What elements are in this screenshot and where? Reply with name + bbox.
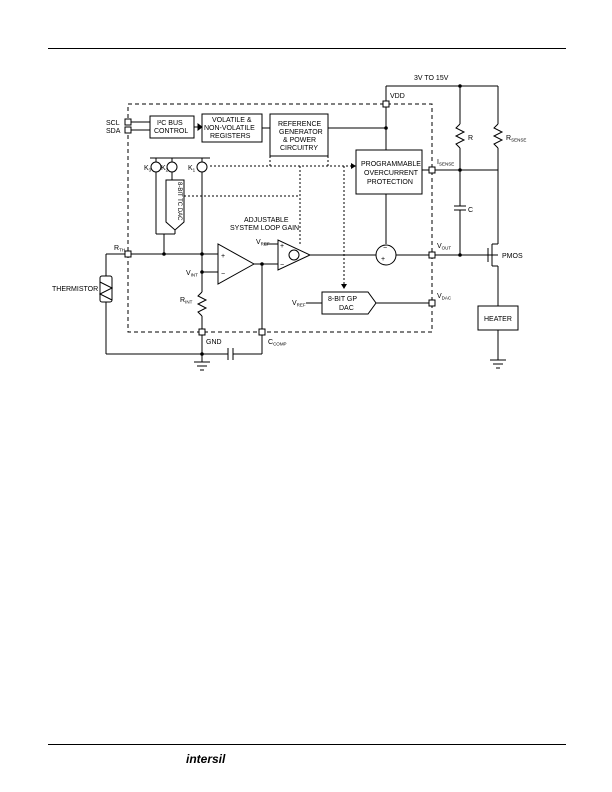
isense-label: ISENSE	[437, 159, 454, 167]
heater-label: HEATER	[484, 316, 512, 323]
k3-current-source	[150, 161, 162, 173]
gp-dac-label-2: DAC	[339, 305, 354, 312]
k1-label: K1	[188, 165, 196, 173]
pin-ccomp	[258, 328, 266, 336]
pin-scl	[124, 118, 132, 126]
vdd-label: VDD	[390, 93, 405, 100]
pmos-label: PMOS	[502, 253, 523, 260]
overcurrent-protection-block	[355, 149, 423, 195]
source-plus: +	[381, 256, 385, 263]
source-minus: −	[383, 245, 387, 252]
ref-label-2: GENERATOR	[279, 129, 323, 136]
ref-label-4: CIRCUITRY	[280, 145, 318, 152]
header-rule	[48, 48, 566, 49]
vout-label: VOUT	[437, 243, 451, 251]
vref-label-dac: VREF	[292, 300, 306, 308]
ref-label-3: & POWER	[283, 137, 316, 144]
rsense-label: RSENSE	[506, 135, 526, 143]
thermistor-label: THERMISTOR	[52, 286, 98, 293]
gnd-label: GND	[206, 339, 222, 346]
vref-label-amp: VREF	[256, 239, 270, 247]
registers-label-3: REGISTERS	[210, 133, 251, 140]
prog-label-3: PROTECTION	[367, 179, 413, 186]
r-resistor	[454, 123, 466, 149]
r-label: R	[468, 135, 473, 142]
vint-label: VINT	[186, 270, 198, 278]
intersil-logo: intersil	[186, 752, 226, 766]
c-label: C	[468, 207, 473, 214]
gp-dac-label-1: 8-BIT GP	[328, 296, 357, 303]
gain-adjust-symbol	[288, 249, 300, 261]
k2-current-source	[166, 161, 178, 173]
amp2-minus: −	[280, 262, 284, 269]
registers-label-1: VOLATILE &	[212, 117, 252, 124]
i2c-label-1: I²C BUS	[157, 120, 183, 127]
tc-dac-block	[165, 179, 185, 231]
amp1-plus: +	[221, 253, 225, 260]
pin-vdd	[382, 100, 390, 108]
k1-current-source	[196, 161, 208, 173]
gain-label-1: ADJUSTABLE	[244, 217, 289, 224]
k2-label: K2	[161, 165, 169, 173]
reference-generator-block	[269, 113, 329, 157]
ccomp-label: CCOMP	[268, 339, 287, 347]
supply-label: 3V TO 15V	[414, 75, 449, 82]
footer-rule	[48, 744, 566, 745]
prog-label-1: PROGRAMMABLE	[361, 161, 421, 168]
pin-vout	[428, 251, 436, 259]
registers-label-2: NON-VOLATILE	[204, 125, 255, 132]
scl-label: SCL	[106, 120, 120, 127]
gain-amplifier	[277, 239, 312, 271]
gain-label-2: SYSTEM LOOP GAIN	[230, 225, 299, 232]
i2c-label-2: CONTROL	[154, 128, 188, 135]
sda-label: SDA	[106, 128, 121, 135]
rint-resistor	[196, 291, 208, 317]
rth-label: RTH	[114, 245, 125, 253]
amp1-minus: −	[221, 271, 225, 278]
vdac-label: VDAC	[437, 293, 452, 301]
pin-gnd	[198, 328, 206, 336]
ref-label-1: REFERENCE	[278, 121, 322, 128]
pin-vdac	[428, 299, 436, 307]
prog-label-2: OVERCURRENT	[364, 170, 419, 177]
amp2-plus: +	[280, 243, 284, 250]
k3-label: K3	[144, 165, 152, 173]
rsense-resistor	[492, 123, 504, 149]
pin-isense	[428, 166, 436, 174]
pin-rth	[124, 250, 132, 258]
rint-label: RINT	[180, 297, 193, 305]
gp-dac-block	[321, 291, 377, 315]
error-amplifier	[217, 243, 256, 285]
tc-dac-label: 8-BIT TC DAC	[176, 182, 182, 221]
pin-sda	[124, 126, 132, 134]
